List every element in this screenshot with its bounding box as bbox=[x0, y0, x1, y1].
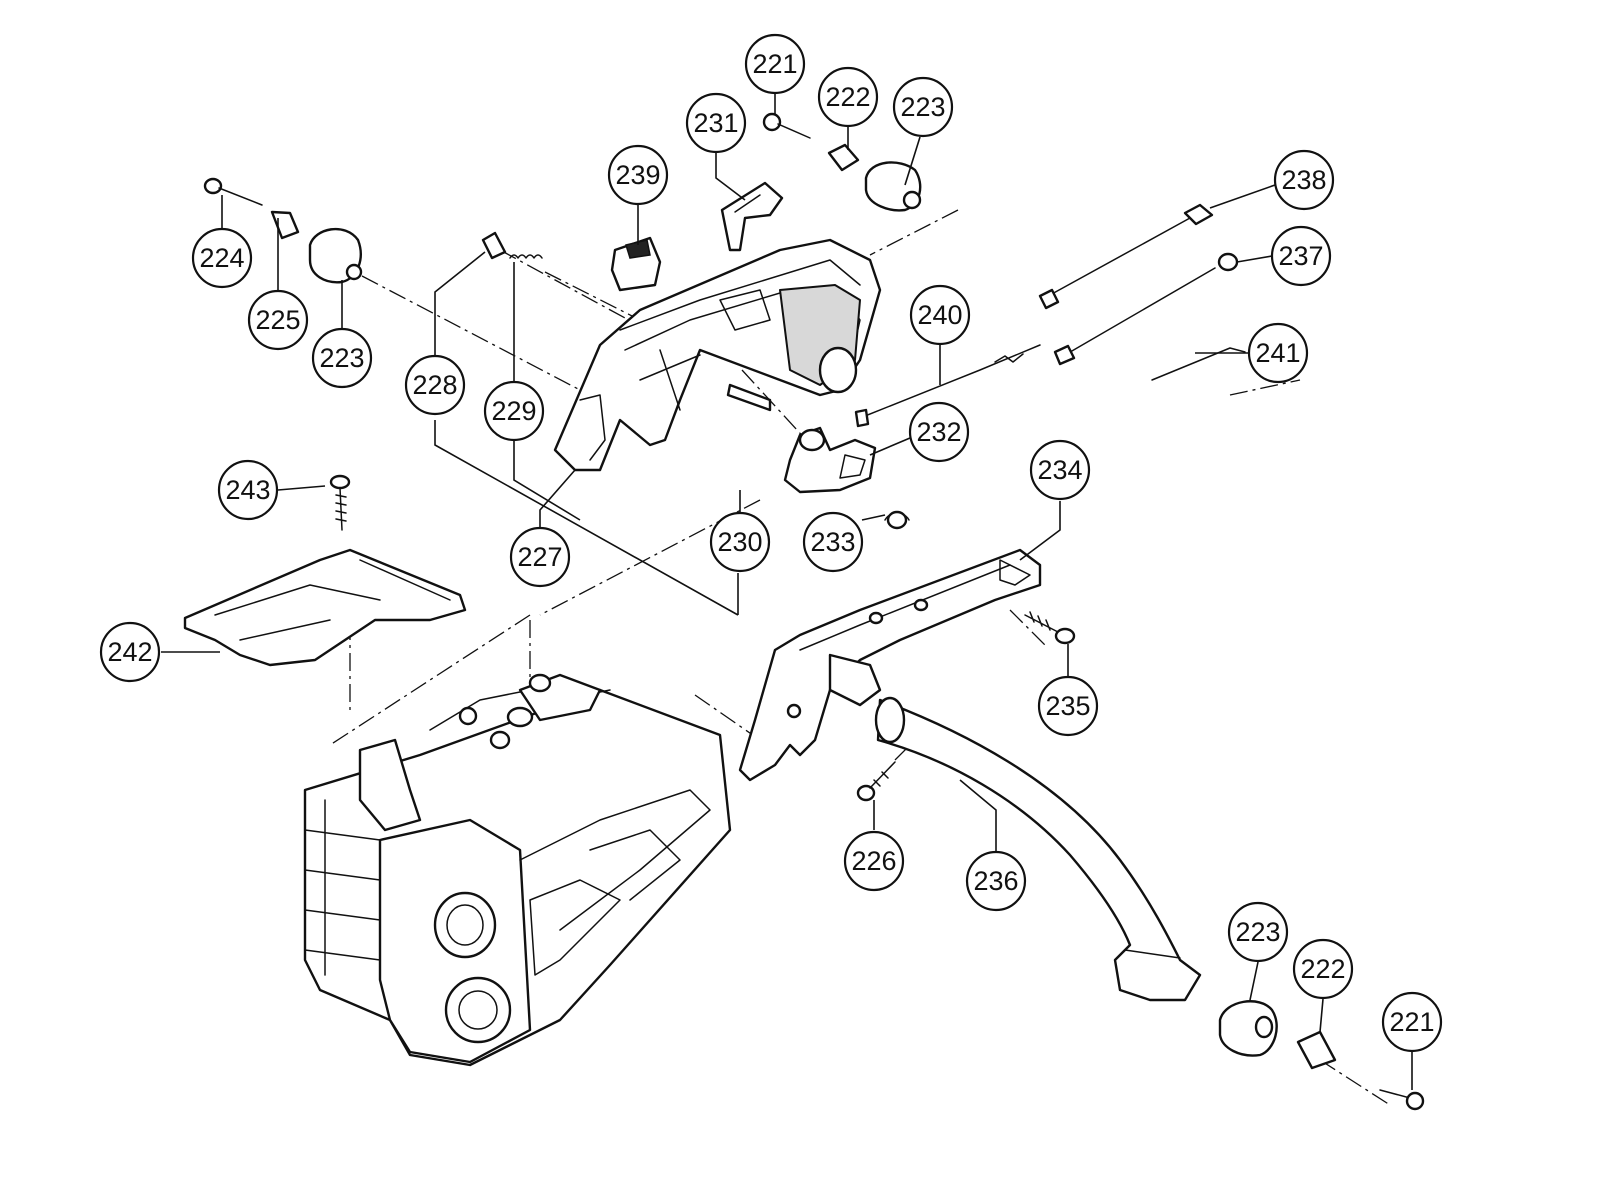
callout-label: 228 bbox=[412, 370, 457, 400]
callout-label: 221 bbox=[752, 49, 797, 79]
callout-label: 223 bbox=[319, 343, 364, 373]
callout-balloons: 221 222 223 231 239 224 225 223 bbox=[99, 33, 1443, 1053]
callout-label: 241 bbox=[1255, 338, 1300, 368]
callout-label: 234 bbox=[1037, 455, 1082, 485]
plate-242 bbox=[183, 548, 467, 667]
callout-label: 240 bbox=[917, 300, 962, 330]
callout-label: 230 bbox=[717, 527, 762, 557]
callout-label: 237 bbox=[1278, 241, 1323, 271]
callout-label: 236 bbox=[973, 866, 1018, 896]
screw-243 bbox=[329, 474, 351, 531]
callout-231: 231 bbox=[685, 92, 747, 154]
callout-233: 233 bbox=[802, 511, 864, 573]
callout-226: 226 bbox=[843, 830, 905, 892]
callout-236: 236 bbox=[965, 850, 1027, 912]
callout-label: 242 bbox=[107, 637, 152, 667]
callout-235: 235 bbox=[1037, 675, 1099, 737]
callout-label: 243 bbox=[225, 475, 270, 505]
callout-label: 239 bbox=[615, 160, 660, 190]
callout-label: 224 bbox=[199, 243, 244, 273]
callout-label: 225 bbox=[255, 305, 300, 335]
callout-label: 231 bbox=[693, 108, 738, 138]
callout-225: 225 bbox=[247, 289, 309, 351]
spring-233 bbox=[884, 510, 910, 530]
callout-label: 232 bbox=[916, 417, 961, 447]
callout-227: 227 bbox=[509, 526, 571, 588]
callout-222-bottom: 222 bbox=[1292, 938, 1354, 1000]
chain-brake-handle-bracket bbox=[553, 238, 882, 472]
callout-label: 221 bbox=[1389, 1007, 1434, 1037]
callout-label: 227 bbox=[517, 542, 562, 572]
callout-232: 232 bbox=[908, 401, 970, 463]
callout-223-bottom: 223 bbox=[1227, 901, 1289, 963]
throttle-trigger-231 bbox=[720, 181, 784, 252]
callout-240: 240 bbox=[909, 284, 971, 346]
callout-239: 239 bbox=[607, 144, 669, 206]
callout-label: 222 bbox=[825, 82, 870, 112]
callout-label: 226 bbox=[851, 846, 896, 876]
callout-230: 230 bbox=[709, 511, 771, 573]
callout-label: 233 bbox=[810, 527, 855, 557]
front-handle-236 bbox=[874, 696, 1202, 1002]
callout-242: 242 bbox=[99, 621, 161, 683]
callout-241: 241 bbox=[1247, 322, 1309, 384]
callout-label: 229 bbox=[491, 396, 536, 426]
callout-243: 243 bbox=[217, 459, 279, 521]
callout-224: 224 bbox=[191, 227, 253, 289]
callout-label: 235 bbox=[1045, 691, 1090, 721]
leader-lines bbox=[161, 92, 1413, 1090]
callout-label: 223 bbox=[900, 92, 945, 122]
callout-222-top: 222 bbox=[817, 66, 879, 128]
callout-238: 238 bbox=[1273, 149, 1335, 211]
callout-223-left: 223 bbox=[311, 327, 373, 389]
callout-label: 222 bbox=[1300, 954, 1345, 984]
cables bbox=[854, 203, 1246, 428]
crankcase bbox=[303, 673, 732, 1067]
callout-label: 223 bbox=[1235, 917, 1280, 947]
callout-228: 228 bbox=[404, 354, 466, 416]
callout-237: 237 bbox=[1270, 225, 1332, 287]
callout-223-top: 223 bbox=[892, 76, 954, 138]
callout-229: 229 bbox=[483, 380, 545, 442]
callout-label: 238 bbox=[1281, 165, 1326, 195]
callout-221-top: 221 bbox=[744, 33, 806, 95]
switch-239 bbox=[610, 236, 662, 292]
rear-handle-234 bbox=[738, 548, 1042, 782]
callout-221-bottom: 221 bbox=[1381, 991, 1443, 1053]
callout-234: 234 bbox=[1029, 439, 1091, 501]
lever-232 bbox=[783, 426, 877, 494]
